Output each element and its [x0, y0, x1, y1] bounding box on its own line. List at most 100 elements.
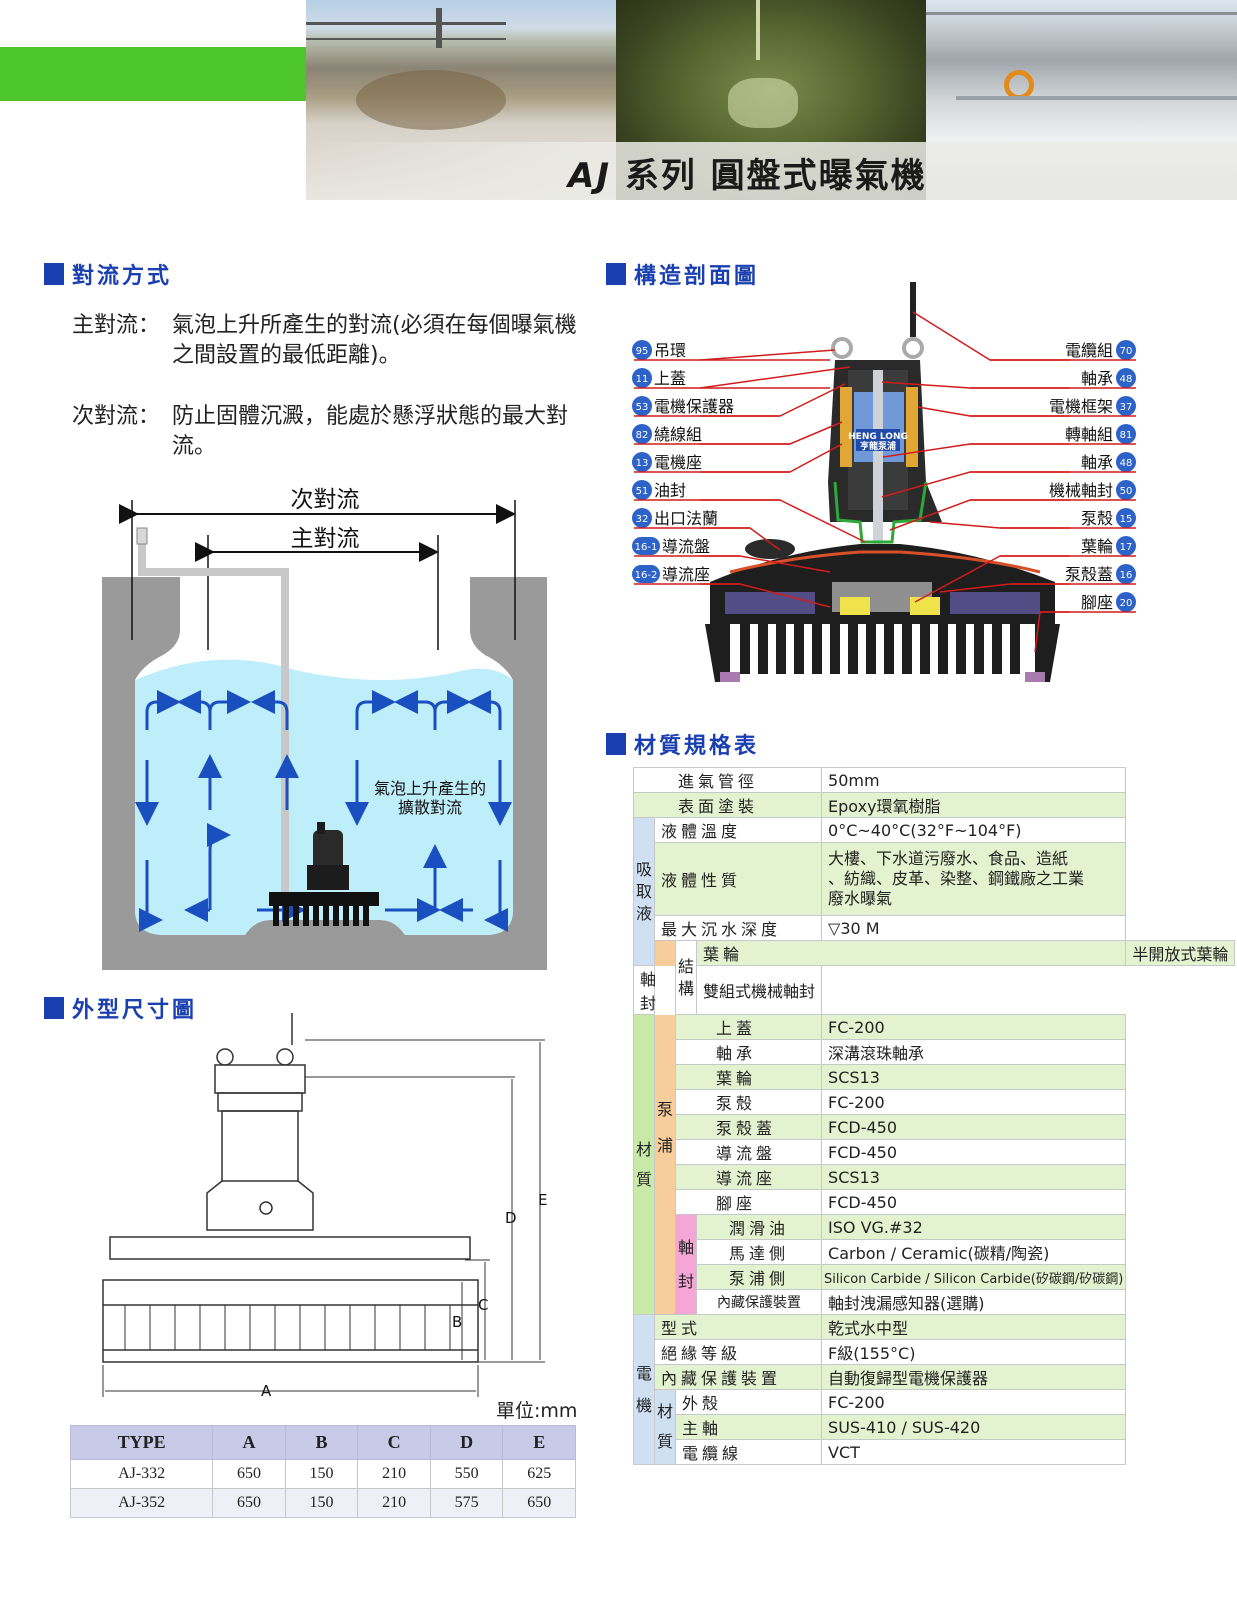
table-row: 泵浦側 Silicon Carbide / Silicon Carbide(矽碳… [633, 1264, 1235, 1290]
secondary-convection-text: 次對流：防止固體沉澱，能處於懸浮狀態的最大對流。 [72, 404, 569, 459]
table-row: 液體性質 大樓、下水道污廢水、食品、造紙、紡織、皮革、染整、鋼鐵廠之工業廢水曝氣 [633, 842, 1235, 916]
svg-text:腳座: 腳座 [1081, 593, 1113, 612]
table-row: 葉輪 SCS13 [633, 1064, 1235, 1090]
svg-text:軸承: 軸承 [1081, 453, 1113, 472]
part-label-oil-seal: 51 油封 [632, 480, 780, 501]
green-accent-bar [0, 47, 306, 101]
table-row: 軸承 深溝滾珠軸承 [633, 1039, 1235, 1065]
header-photo-strip: AJ 系列 圓盤式曝氣機 [306, 0, 1237, 200]
liquid-group-cell: 吸取液 [633, 817, 655, 966]
title-band [306, 142, 1237, 200]
svg-text:出口法蘭: 出口法蘭 [654, 509, 718, 528]
motor-material-group-cell: 材質 [654, 1389, 676, 1465]
table-row: 主軸 SUS-410 / SUS-420 [633, 1414, 1235, 1440]
part-label-bearing-lower: 軸承 48 [970, 452, 1136, 473]
table-row: AJ-332 650 150 210 550 625 [69, 1459, 576, 1489]
table-row: 導流座 SCS13 [633, 1164, 1235, 1190]
svg-text:95: 95 [636, 346, 649, 357]
table-row: 表面塗裝 Epoxy環氧樹脂 [632, 792, 1235, 818]
materials-heading: 材質規格表 [606, 728, 759, 760]
dimension-heading: 外型尺寸圖 [44, 992, 197, 1024]
svg-text:電機框架: 電機框架 [1049, 397, 1113, 416]
svg-text:50: 50 [1120, 486, 1133, 497]
part-label-bearing-upper: 軸承 48 [970, 368, 1136, 389]
brand-name: HENG LONG [848, 432, 908, 442]
table-row: 進氣管徑 50mm [632, 767, 1235, 793]
svg-text:轉軸組: 轉軸組 [1065, 425, 1113, 444]
primary-convection-text: 主對流：氣泡上升所產生的對流(必須在每個曝氣機之間設置的最低距離)。 [72, 313, 577, 368]
svg-text:繞線組: 繞線組 [654, 425, 702, 444]
seal-group-cell: 軸封 [674, 1214, 698, 1315]
svg-text:軸承: 軸承 [1081, 369, 1113, 388]
svg-text:32: 32 [636, 514, 649, 525]
svg-text:70: 70 [1120, 346, 1133, 357]
dim-label-c: C [478, 1296, 488, 1314]
svg-text:51: 51 [636, 486, 649, 497]
motor-group-cell: 電機 [633, 1314, 655, 1465]
table-row: 材質 外殼 FC-200 [633, 1389, 1235, 1465]
table-row: 內藏保護裝置 軸封洩漏感知器(選購) [633, 1289, 1235, 1315]
part-label-motor-base: 13 電機座 [632, 452, 790, 473]
heading-marker-icon [606, 263, 626, 285]
part-label-pump-casing: 泵殼 15 [1000, 508, 1136, 529]
svg-text:16-2: 16-2 [635, 570, 658, 581]
svg-text:導流座: 導流座 [662, 565, 710, 584]
svg-text:48: 48 [1120, 374, 1133, 385]
table-row: 泵殼 FC-200 [633, 1089, 1235, 1115]
table-row: AJ-352 650 150 210 575 650 [69, 1488, 576, 1518]
table-header-row: TYPE A B C D E [69, 1425, 576, 1460]
svg-text:電機座: 電機座 [654, 453, 702, 472]
part-label-guide-plate: 16-1 導流盤 [632, 537, 740, 557]
dim-label-d: D [505, 1209, 517, 1227]
page-title: AJ 系列 圓盤式曝氣機 [568, 156, 927, 196]
dimension-table: TYPE A B C D E AJ-332 650 150 210 550 62… [69, 1425, 576, 1518]
svg-text:16-1: 16-1 [635, 542, 658, 553]
svg-text:17: 17 [1120, 542, 1133, 553]
table-row: 馬達側 Carbon / Ceramic(碳精/陶瓷) [633, 1239, 1235, 1265]
primary-flow-label: 主對流 [291, 526, 360, 552]
table-row: 材質 上蓋 FC-200 [633, 1014, 1235, 1315]
dim-label-b: B [452, 1313, 462, 1331]
svg-text:11: 11 [636, 374, 649, 385]
part-label-outlet-flange: 32 出口法蘭 [632, 508, 750, 529]
heading-marker-icon [44, 997, 64, 1019]
structure-group-cell: 結構 [674, 940, 698, 1015]
section-view-heading: 構造剖面圖 [606, 258, 759, 290]
table-row: 電纜線 VCT [633, 1439, 1235, 1465]
svg-text:81: 81 [1120, 430, 1133, 441]
part-label-guide-seat: 16-2 導流座 [632, 565, 740, 585]
part-label-rotor-shaft: 轉軸組 81 [970, 424, 1136, 445]
secondary-flow-label: 次對流 [291, 487, 360, 513]
table-row: 導流盤 FCD-450 [633, 1139, 1235, 1165]
svg-text:48: 48 [1120, 458, 1133, 469]
bubble-label-line2: 擴散對流 [398, 798, 462, 817]
brand-name-cn: 亨龍泵浦 [860, 440, 896, 452]
table-row: 軸封 雙組式機械軸封 [633, 965, 1235, 1015]
svg-text:導流盤: 導流盤 [662, 537, 710, 556]
table-row: 腳座 FCD-450 [633, 1189, 1235, 1215]
table-row: 泵殼蓋 FCD-450 [633, 1114, 1235, 1140]
heading-marker-icon [44, 263, 64, 285]
table-row: 最大沉水深度 ▽30 M [633, 915, 1235, 941]
unit-label: 單位:mm [496, 1400, 578, 1422]
svg-text:13: 13 [636, 458, 649, 469]
svg-text:上蓋: 上蓋 [654, 369, 686, 388]
table-row: 泵浦 結構 葉輪 半開放式葉輪 [633, 940, 1236, 1315]
part-label-foot: 腳座 20 [1040, 592, 1136, 613]
svg-text:15: 15 [1120, 514, 1133, 525]
table-row: 吸取液 液體溫度 0°C~40°C(32°F~104°F) [633, 817, 1235, 966]
heading-marker-icon [606, 733, 626, 755]
svg-text:37: 37 [1120, 402, 1133, 413]
svg-text:油封: 油封 [654, 481, 686, 500]
convection-heading: 對流方式 [44, 258, 172, 290]
table-row: 軸封 潤滑油 ISO VG.#32 [633, 1214, 1235, 1315]
svg-text:20: 20 [1120, 598, 1133, 609]
svg-text:泵殼: 泵殼 [1081, 509, 1113, 528]
